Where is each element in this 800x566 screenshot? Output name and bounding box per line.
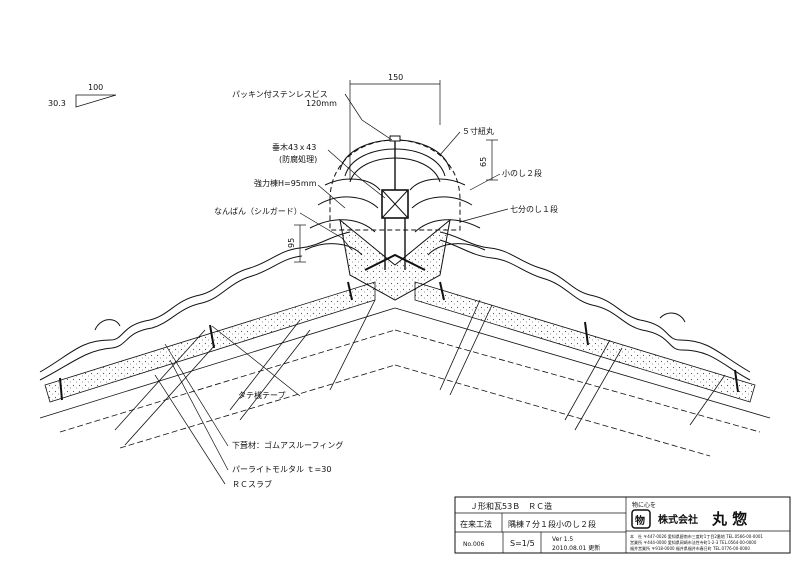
drawing-version: Ver 1.5 xyxy=(552,536,573,543)
label-screw: パッキン付ステンレスビス xyxy=(232,89,328,99)
drawing-scale: S=1/5 xyxy=(510,539,535,548)
address-line-3: 福井営業所 〒918-0000 福井県福井市春日町 TEL.0776-00-00… xyxy=(630,545,750,551)
dim-height-right: 65 xyxy=(479,157,488,167)
dim-width-top: 150 xyxy=(388,73,403,82)
slope-indicator: 100 30.3 xyxy=(48,83,117,108)
title-detail: 隅棟７分１段小のし２段 xyxy=(508,519,596,529)
address-line-1: 本 社 〒447-0026 愛知県碧南市三度町1丁目2番地 TEL.0566-0… xyxy=(630,533,763,539)
dimension-lines xyxy=(294,80,498,263)
company-name: 丸 惣 xyxy=(711,510,747,528)
label-tape: タテ桟テープ xyxy=(238,390,286,400)
dim-height-left: 95 xyxy=(287,238,296,248)
slope-run: 100 xyxy=(88,83,103,92)
title-method: 在来工法 xyxy=(460,519,492,529)
company-prefix: 株式会社 xyxy=(658,513,698,526)
label-rafter: 垂木43ｘ43 xyxy=(272,142,316,152)
address-line-2: 営業所 〒444-0000 愛知県岡崎市法性寺町1-2-3 TEL.0564-0… xyxy=(630,539,757,545)
drawing-date: 2010.08.01 更新 xyxy=(552,544,600,552)
label-shichibu: 七分のし１段 xyxy=(510,204,558,214)
label-slab: ＲＣスラブ xyxy=(232,479,272,489)
label-konoshi: 小のし２段 xyxy=(502,168,542,178)
label-nanban: なんばん（シルガード） xyxy=(214,206,302,216)
label-strong-ridge: 強力棟H=95mm xyxy=(254,178,317,188)
leader-lines xyxy=(154,93,509,485)
label-screw-length: 120mm xyxy=(306,99,337,108)
company-logo-char: 物 xyxy=(635,514,645,527)
tape-battens xyxy=(59,281,739,401)
label-underlay: 下葺材：ゴムアスルーフィング xyxy=(232,440,343,450)
label-maru: ５寸紐丸 xyxy=(462,126,494,136)
drawing-number: No.006 xyxy=(463,541,485,548)
title-block: Ｊ形和瓦53Ｂ ＲＣ造 在来工法 隅棟７分１段小のし２段 No.006 S=1/… xyxy=(454,496,791,554)
company-slogan: 物に心を xyxy=(632,501,656,509)
company-logo: 物 xyxy=(631,509,651,529)
label-mortar: パーライトモルタル ｔ=30 xyxy=(232,465,331,474)
label-rafter-note: (防腐処理) xyxy=(279,154,317,164)
slope-rise: 30.3 xyxy=(48,99,66,108)
rc-slab xyxy=(39,299,771,457)
title-line-1: Ｊ形和瓦53Ｂ ＲＣ造 xyxy=(470,501,552,511)
mortar-layer xyxy=(44,281,756,403)
ridge-assembly xyxy=(304,135,486,301)
